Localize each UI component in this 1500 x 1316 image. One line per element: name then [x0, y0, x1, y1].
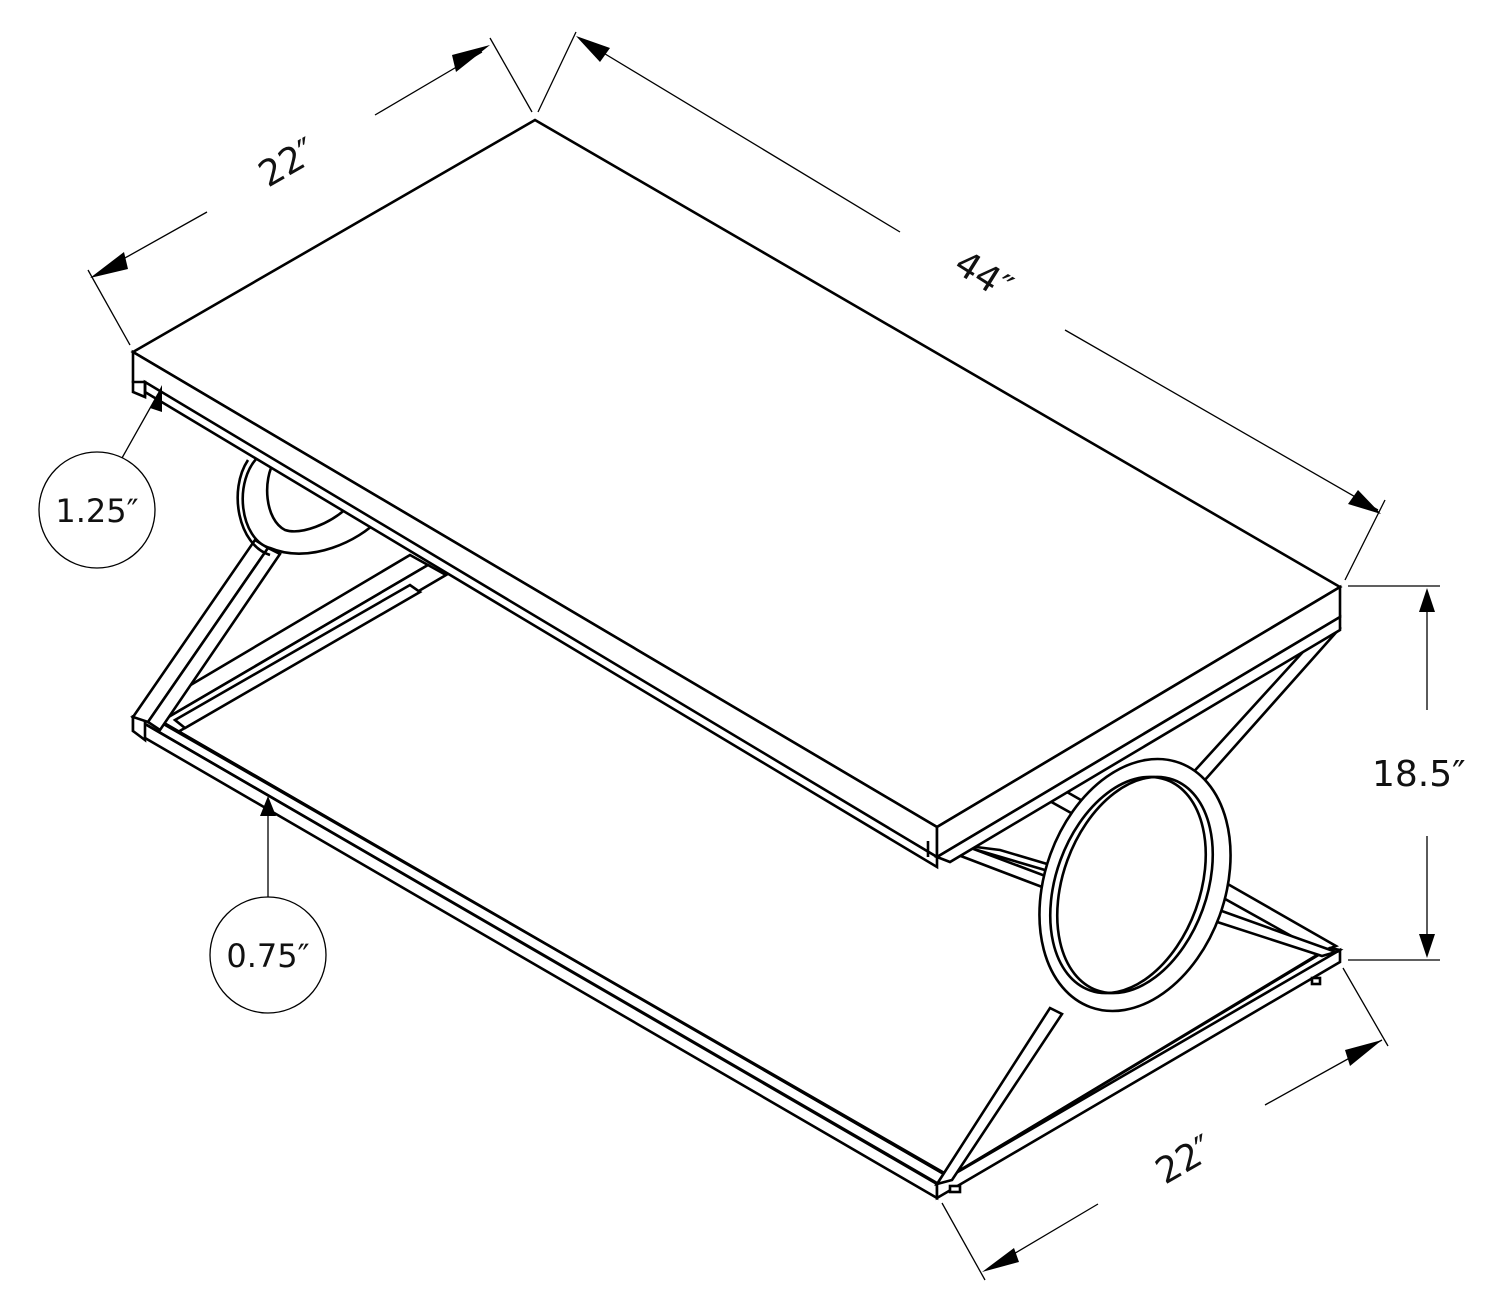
dim-label-length: 44″: [947, 243, 1019, 309]
dimension-height: 18.5″: [1348, 585, 1466, 961]
dim-label-depth-bottom: 22″: [1149, 1128, 1221, 1193]
tabletop: [130, 118, 1343, 870]
callout-top-thickness: 1.25″: [38, 385, 162, 569]
dim-label-height: 18.5″: [1372, 754, 1466, 795]
callout-label-frame-thickness: 0.75″: [226, 937, 309, 975]
right-leg-frame: [934, 618, 1342, 1187]
callout-label-top-thickness: 1.25″: [55, 492, 138, 530]
base-frame: [130, 710, 1344, 1201]
callout-frame-thickness: 0.75″: [209, 796, 327, 1014]
dim-label-depth-top: 22″: [252, 131, 324, 196]
dimension-depth-bottom: 22″: [941, 967, 1389, 1281]
